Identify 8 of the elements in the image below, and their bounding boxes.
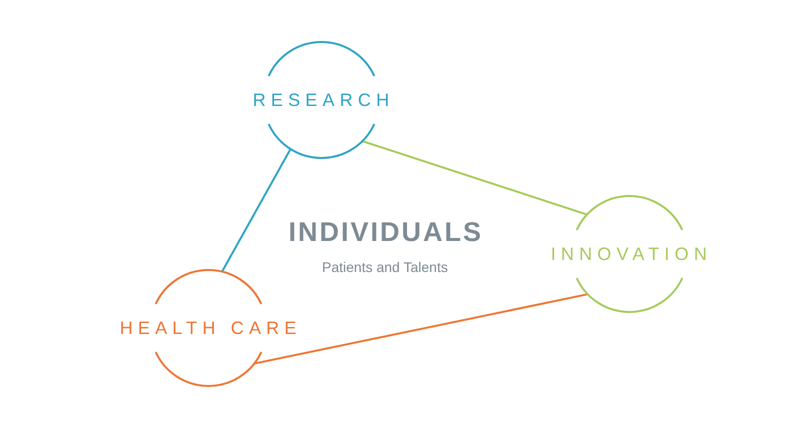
center-heading: INDIVIDUALS <box>288 216 484 248</box>
connector-line <box>254 293 588 365</box>
node-title: HEALTH CARE <box>118 318 302 338</box>
connector-line <box>362 140 587 216</box>
connector-line <box>221 148 292 272</box>
node-title: RESEARCH <box>252 90 394 110</box>
node-title: INNOVATION <box>550 244 712 264</box>
center-subtitle: Patients and Talents <box>322 259 448 275</box>
